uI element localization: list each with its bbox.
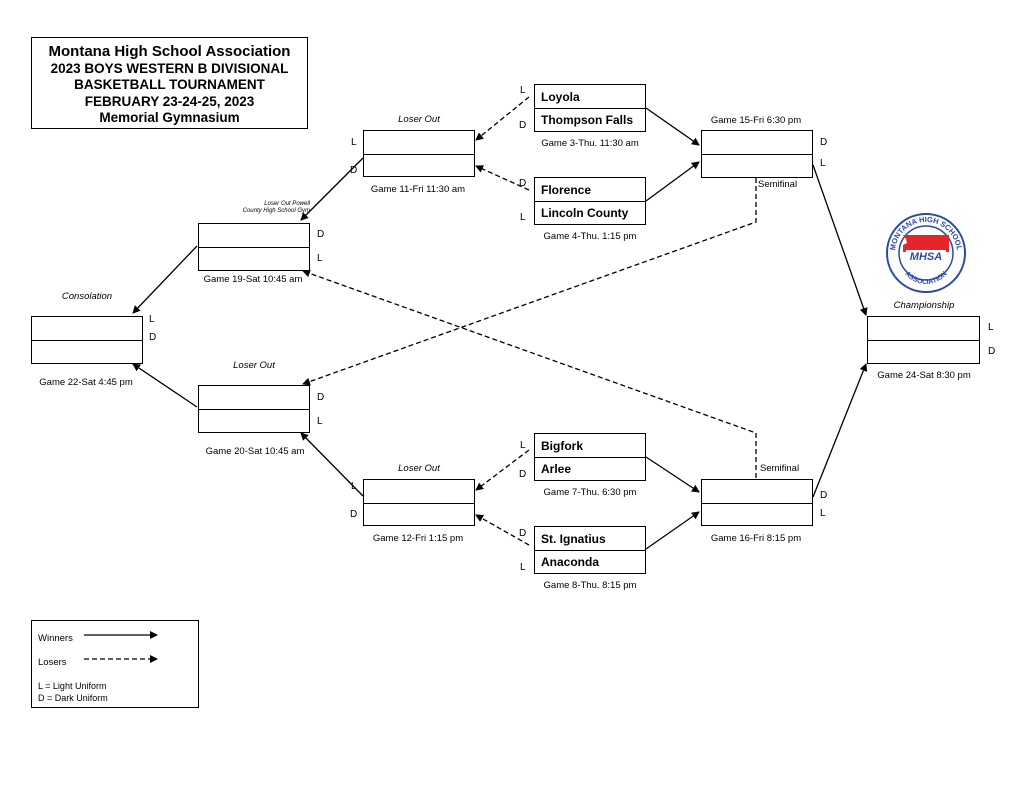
- game-22-slot: [31, 316, 143, 364]
- game-3-label: Game 3-Thu. 11:30 am: [541, 138, 639, 149]
- title-box: Montana High School Association 2023 BOY…: [31, 37, 308, 129]
- team-loyola: Loyola: [541, 89, 580, 104]
- uniform-marker: D: [350, 165, 358, 176]
- legend-dark: D = Dark Uniform: [38, 693, 108, 703]
- loser-line: [302, 178, 757, 386]
- legend-winners: Winners: [38, 633, 73, 644]
- game-3-slot: Loyola Thompson Falls: [534, 84, 646, 132]
- winner-line: [812, 363, 868, 498]
- uniform-marker: L: [988, 322, 994, 333]
- uniform-marker: L: [520, 85, 526, 96]
- loser-line: [475, 449, 530, 491]
- uniform-marker: D: [820, 137, 828, 148]
- uniform-marker: D: [519, 469, 527, 480]
- uniform-marker: D: [519, 528, 527, 539]
- uniform-marker: L: [520, 562, 526, 573]
- loser-out-powell-label: Loser Out Powell County High School Gym: [200, 201, 310, 215]
- uniform-marker: L: [149, 314, 155, 325]
- winner-line: [645, 456, 700, 493]
- game-12-label: Game 12-Fri 1:15 pm: [372, 533, 464, 544]
- team-bigfork: Bigfork: [541, 438, 583, 453]
- semifinal-label: Semifinal: [760, 463, 800, 474]
- logo-center-text: MHSA: [910, 251, 942, 263]
- title-line-5: Memorial Gymnasium: [99, 110, 240, 125]
- loser-line: [475, 165, 530, 191]
- uniform-marker: D: [350, 509, 358, 520]
- uniform-marker: D: [988, 346, 996, 357]
- game-22-label: Game 22-Sat 4:45 pm: [39, 377, 133, 388]
- winner-line: [645, 161, 700, 202]
- uniform-marker: D: [820, 490, 828, 501]
- legend: Winners Losers L = Light Uniform D = Dar…: [31, 620, 199, 708]
- uniform-marker: D: [317, 229, 325, 240]
- title-line-2: 2023 BOYS WESTERN B DIVISIONAL: [50, 60, 289, 76]
- team-arlee: Arlee: [535, 457, 645, 480]
- uniform-marker: L: [820, 158, 826, 169]
- winner-line: [132, 245, 198, 314]
- game-16-slot: [701, 479, 813, 526]
- winner-line: [645, 107, 700, 146]
- mhsa-logo: MONTANA HIGH SCHOOL ASSOCIATION MHSA: [886, 213, 966, 293]
- loser-out-label: Loser Out: [398, 463, 440, 474]
- game-7-slot: Bigfork Arlee: [534, 433, 646, 481]
- game-11-label: Game 11-Fri 11:30 am: [370, 184, 466, 195]
- uniform-marker: L: [317, 416, 323, 427]
- title-line-1: Montana High School Association: [48, 43, 291, 60]
- game-20-label: Game 20-Sat 10:45 am: [205, 446, 305, 457]
- legend-losers: Losers: [38, 657, 67, 668]
- uniform-marker: L: [520, 440, 526, 451]
- game-4-slot: Florence Lincoln County: [534, 177, 646, 225]
- uniform-marker: L: [351, 137, 357, 148]
- game-19-label: Game 19-Sat 10:45 am: [203, 274, 303, 285]
- game-4-label: Game 4-Thu. 1:15 pm: [543, 231, 637, 242]
- team-lincoln-county: Lincoln County: [535, 201, 645, 224]
- game-11-slot: [363, 130, 475, 177]
- uniform-marker: L: [317, 253, 323, 264]
- game-19-slot: [198, 223, 310, 271]
- loser-out-label: Loser Out: [233, 360, 275, 371]
- game-20-slot: [198, 385, 310, 433]
- title-line-4: FEBRUARY 23-24-25, 2023: [84, 93, 255, 109]
- game-24-label: Game 24-Sat 8:30 pm: [877, 370, 971, 381]
- uniform-marker: D: [519, 120, 527, 131]
- game-8-label: Game 8-Thu. 8:15 pm: [543, 580, 637, 591]
- game-12-slot: [363, 479, 475, 526]
- montana-state-shape: [903, 235, 949, 252]
- game-15-slot: [701, 130, 813, 178]
- winner-line: [300, 157, 364, 221]
- uniform-marker: D: [317, 392, 325, 403]
- team-thompson-falls: Thompson Falls: [535, 108, 645, 131]
- game-8-slot: St. Ignatius Anaconda: [534, 526, 646, 574]
- loser-line: [475, 514, 530, 546]
- winner-line: [132, 363, 198, 408]
- uniform-marker: L: [820, 508, 826, 519]
- winner-line: [645, 511, 700, 550]
- loser-out-powell-line-2: County High School Gym: [242, 208, 310, 214]
- uniform-marker: D: [519, 178, 527, 189]
- title-line-3: BASKETBALL TOURNAMENT: [74, 77, 265, 92]
- legend-light: L = Light Uniform: [38, 681, 107, 691]
- game-16-label: Game 16-Fri 8:15 pm: [710, 533, 802, 544]
- game-15-label: Game 15-Fri 6:30 pm: [710, 115, 802, 126]
- uniform-marker: L: [520, 212, 526, 223]
- uniform-marker: L: [351, 481, 357, 492]
- semifinal-label: Semifinal: [758, 179, 798, 190]
- game-24-slot: [867, 316, 980, 364]
- team-florence: Florence: [541, 182, 592, 197]
- winner-line: [812, 164, 868, 316]
- loser-line: [475, 96, 530, 141]
- loser-line: [302, 269, 757, 478]
- loser-out-powell-line-1: Loser Out Powell: [264, 201, 310, 207]
- championship-label: Championship: [893, 300, 955, 311]
- team-anaconda: Anaconda: [535, 550, 645, 573]
- game-7-label: Game 7-Thu. 6:30 pm: [543, 487, 637, 498]
- consolation-label: Consolation: [61, 291, 113, 302]
- team-st-ignatius: St. Ignatius: [541, 531, 606, 546]
- loser-out-label: Loser Out: [398, 114, 440, 125]
- winner-line: [300, 432, 364, 497]
- uniform-marker: D: [149, 332, 157, 343]
